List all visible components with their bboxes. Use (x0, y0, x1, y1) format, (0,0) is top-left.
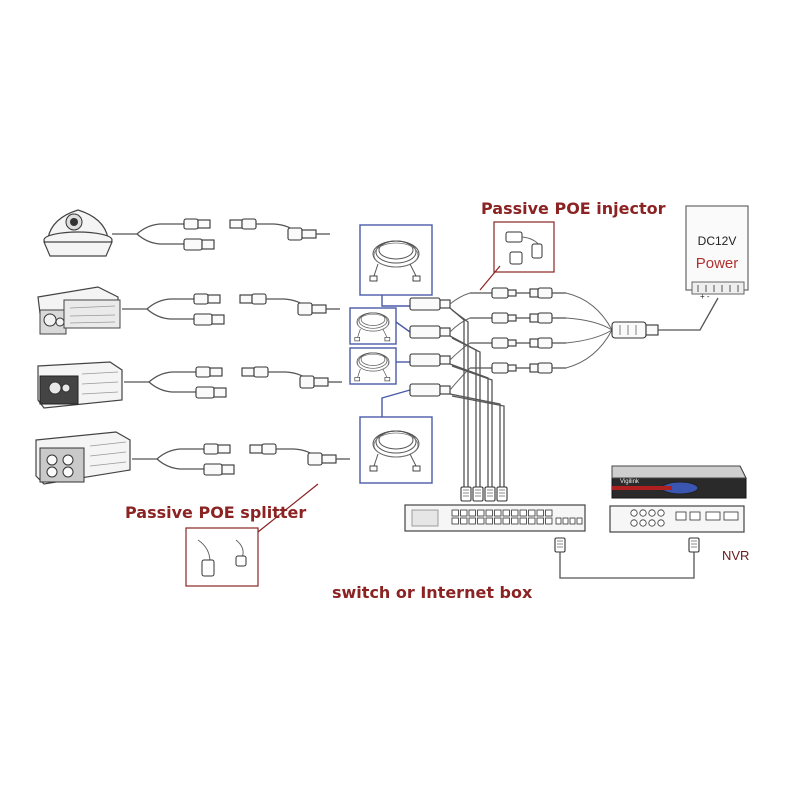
psu-polarity: + - (700, 292, 710, 301)
splitter-label: Passive POE splitter (125, 503, 306, 522)
injector-callout (479, 221, 555, 291)
splitter-chain-2 (121, 293, 341, 326)
splitter-chain-4 (131, 443, 351, 476)
injector-label: Passive POE injector (481, 199, 666, 218)
splitter-chain-1 (111, 218, 331, 251)
nvr-label: NVR (722, 548, 749, 563)
psu-power-label: Power (696, 255, 739, 272)
splitter-chain-3 (123, 366, 343, 399)
cable-coil-group-top (359, 224, 433, 296)
switch-nvr-cable (559, 552, 695, 579)
power-supply-icon: + - DC12V Power (685, 205, 749, 301)
bullet-camera-icon (37, 286, 121, 335)
nvr-brand: Vigilink (620, 479, 640, 485)
dome-camera-icon (43, 209, 113, 257)
psu-voltage-label: DC12V (698, 234, 737, 248)
box-camera-icon (37, 361, 123, 409)
nvr-icon: Vigilink (609, 465, 747, 553)
switch-icon (404, 486, 586, 553)
splitter-callout (185, 483, 319, 587)
injector-block (409, 287, 719, 488)
switch-label: switch or Internet box (332, 583, 533, 602)
cable-coil-group-middle (349, 307, 397, 385)
large-bullet-camera-icon (35, 431, 131, 485)
cable-coil-group-bottom (359, 416, 433, 484)
